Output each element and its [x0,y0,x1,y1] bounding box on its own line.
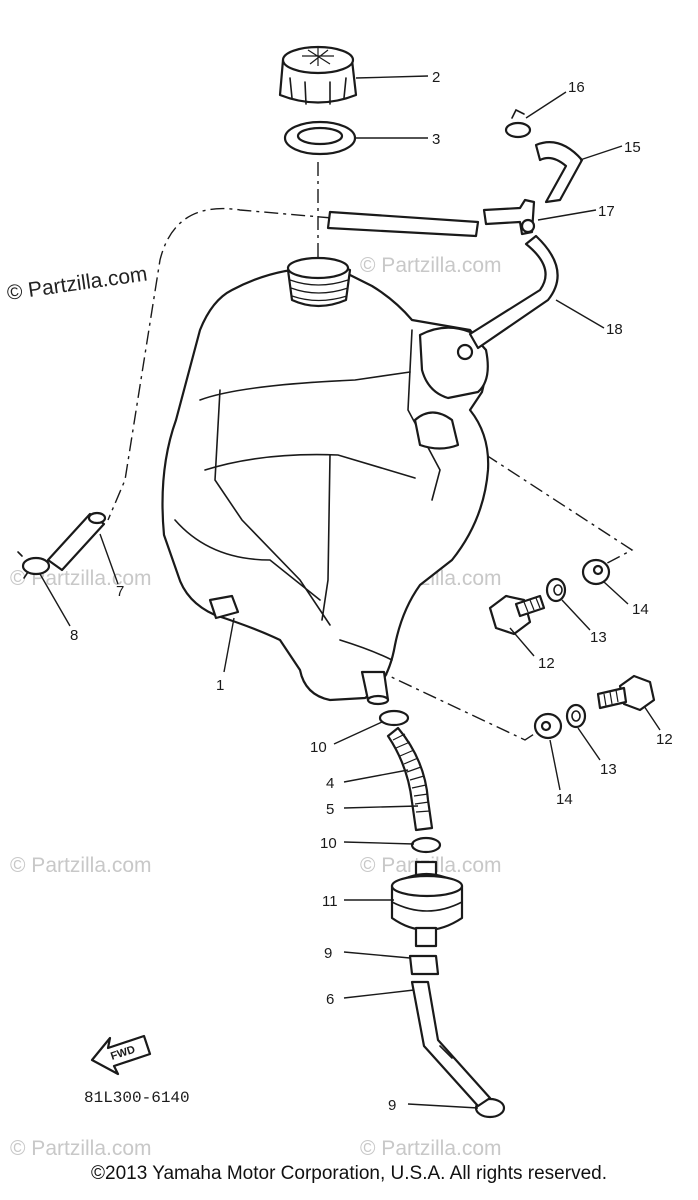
callout-13-upper: 13 [590,629,607,646]
callout-5: 5 [326,801,334,818]
callout-3: 3 [432,131,440,148]
watermark: © Partzilla.com [10,1137,152,1160]
breather-hose-top [326,210,480,238]
callout-11: 11 [322,893,338,910]
callout-labels: 2 3 16 15 17 18 1 7 8 10 4 5 10 11 9 6 9… [70,69,673,1114]
vent-hose-lower [468,234,559,350]
watermark-main: © Partzilla.com [5,262,148,304]
callout-9-upper: 9 [324,945,332,962]
callout-12-lower: 12 [656,731,673,748]
copyright-notice: ©2013 Yamaha Motor Corporation, U.S.A. A… [91,1163,607,1184]
callout-10-lower: 10 [320,835,337,852]
washer-14-lower [533,712,563,740]
watermark: © Partzilla.com [360,254,502,277]
callout-15: 15 [624,139,641,156]
hose-clip-10-lower [410,836,442,854]
callout-14-lower: 14 [556,791,573,808]
callout-13-lower: 13 [600,761,617,778]
callout-10-upper: 10 [310,739,327,756]
callout-9-lower: 9 [388,1097,396,1114]
watermark: © Partzilla.com [10,854,152,877]
hose-clip-9-upper [408,954,440,976]
callout-7: 7 [116,583,124,600]
callout-12-upper: 12 [538,655,555,672]
hose-clip-16 [504,108,532,139]
callout-6: 6 [326,991,334,1008]
callout-2: 2 [432,69,440,86]
tank-cap [278,45,358,105]
callout-4: 4 [326,775,334,792]
bolt-12-upper [488,594,546,636]
fuel-tank [161,256,490,706]
hose-joint [482,198,536,236]
vent-hose-upper [534,141,584,204]
washer-13-lower [565,703,587,729]
callout-14-upper: 14 [632,601,649,618]
callout-16: 16 [568,79,585,96]
callout-1: 1 [216,677,224,694]
drain-hose [46,511,107,572]
fwd-arrow-icon: FWD [90,1034,152,1076]
cap-gasket [283,120,357,156]
fuel-hose-corrugated [386,726,434,832]
washer-14-upper [581,558,611,586]
bolt-12-lower [596,674,656,712]
hose-clip-10-upper [378,709,410,727]
washer-13-upper [545,577,567,603]
watermark: © Partzilla.com [360,1137,502,1160]
fuel-hose-lower [410,980,492,1108]
leader-lines [39,75,661,1109]
callout-8: 8 [70,627,78,644]
diagram-code: 81L300-6140 [84,1089,190,1107]
fuel-filter [390,860,464,948]
callout-17: 17 [598,203,615,220]
callout-18: 18 [606,321,623,338]
hose-clip-8 [17,551,51,579]
